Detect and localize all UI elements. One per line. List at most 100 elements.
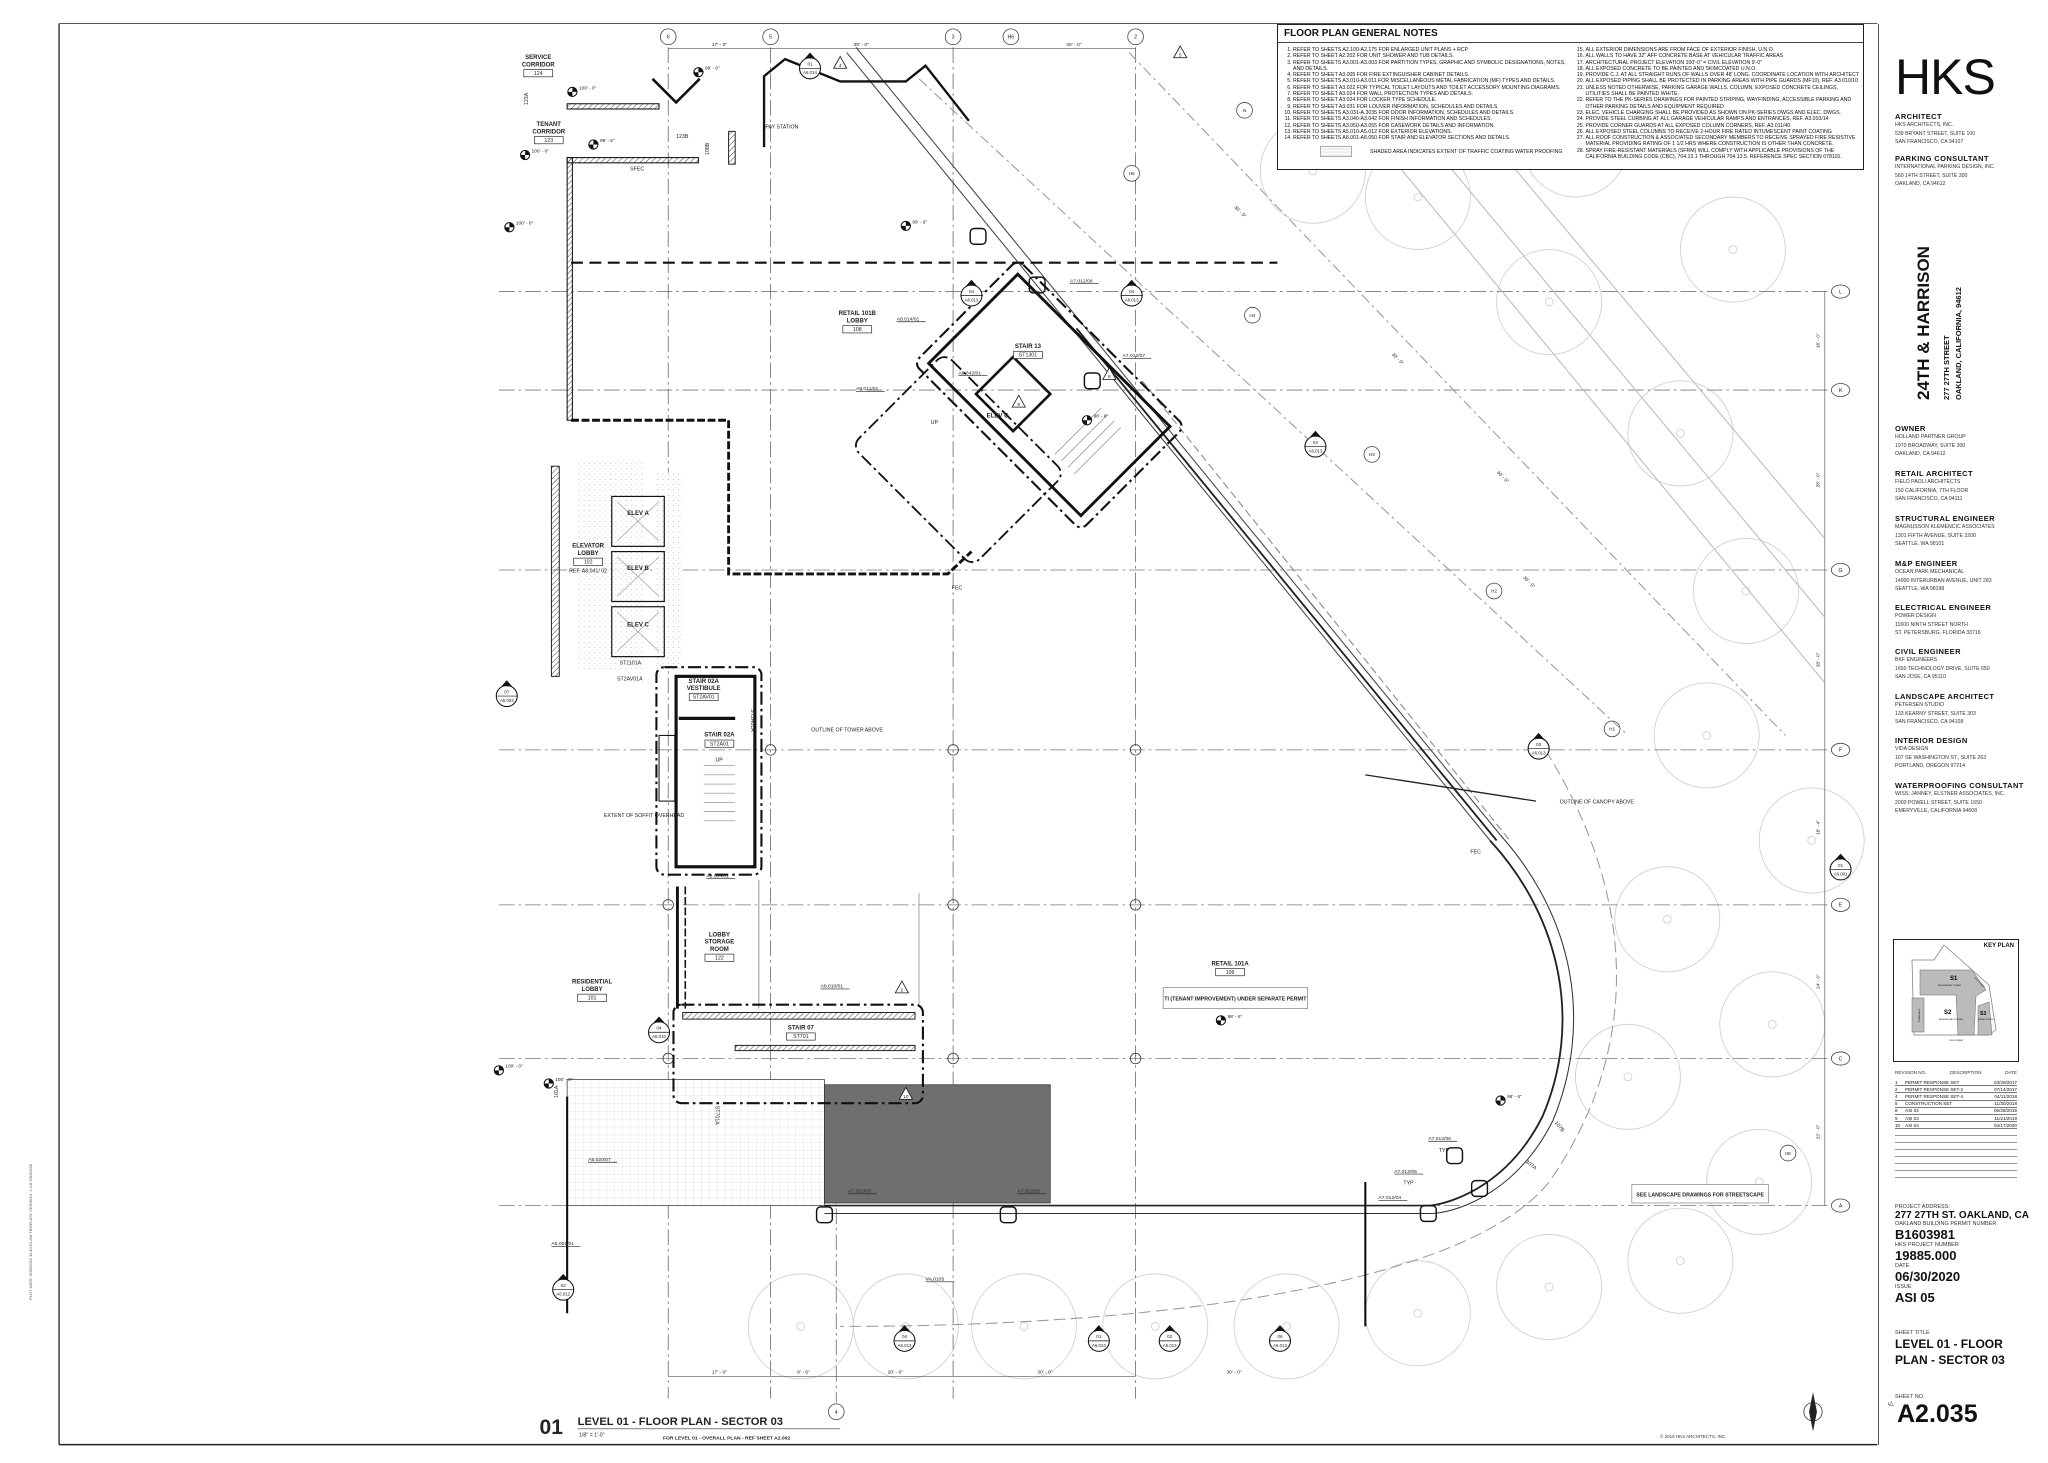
- note-item: ALL EXTERIOR DIMENSIONS ARE FROM FACE OF…: [1586, 47, 1862, 53]
- grid-label-5: 5: [769, 35, 772, 41]
- grid-label-G: G: [1839, 568, 1843, 574]
- fec-label: FEC: [1470, 850, 1481, 856]
- section-number: 02: [1167, 1334, 1173, 1339]
- sidewalk-stipple: [656, 472, 683, 670]
- issue-date: 06/30/2020: [1895, 1269, 1961, 1284]
- room-name: STAIR 07: [788, 1026, 815, 1032]
- drawing-title-text: LEVEL 01 - FLOOR PLAN - SECTOR 03: [578, 1416, 783, 1428]
- tree-trunk: [1676, 428, 1685, 438]
- section-number: 06: [1277, 1334, 1283, 1339]
- section-number: 07: [504, 689, 510, 694]
- firm-line: SEATTLE, WA 98198: [1895, 586, 1945, 592]
- firm-line: 107 SE WASHINGTON ST., SUITE 263: [1895, 754, 1987, 761]
- detail-reference: A7.012/04: [1378, 1195, 1401, 1201]
- outline-tower-label: OUTLINE OF TOWER ABOVE: [811, 727, 883, 733]
- bottom-dimension: 30' - 0": [1037, 1370, 1053, 1376]
- room-number: ST2AV01: [693, 695, 715, 701]
- revision-date: 11/30/2018: [1994, 1101, 2017, 1107]
- pay-station-label: PAY STATION: [765, 125, 798, 131]
- firm-line: 11600 NINTH STREET NORTH: [1895, 621, 1968, 628]
- grid-bubble-3: [944, 28, 962, 46]
- spot-elevation-icon: 100' - 0": [520, 148, 549, 161]
- room-ref: REF. A8.041/ 02: [569, 569, 607, 575]
- firm-line: INTERNATIONAL PARKING DESIGN, INC.: [1895, 164, 1995, 170]
- door-tag: 107A: [1524, 1159, 1538, 1172]
- sheet-title-label: SHEET TITLE: [1895, 1330, 1930, 1336]
- right-dimension: 22' - 0": [1816, 1124, 1822, 1139]
- firm-line: 150 CALIFORNIA, 7TH FLOOR: [1895, 487, 1969, 494]
- elevation-quadrant: [1216, 1015, 1226, 1026]
- section-number: 04: [1129, 289, 1135, 294]
- key-s3: S3: [1980, 1011, 1986, 1017]
- tree-trunk: [1767, 1019, 1777, 1029]
- section-sheet: A6.013: [1092, 1343, 1106, 1348]
- section-sheet: A6.012: [556, 1292, 570, 1297]
- detail-callout-bubble: [1083, 372, 1101, 390]
- firm-line: HKS ARCHITECTS, INC.: [1895, 122, 1954, 128]
- shaded-area-legend: SHADED AREA INDICATES EXTENT OF TRAFFIC …: [1320, 146, 1569, 158]
- spot-elevation-icon: 100' - 0": [493, 1064, 523, 1076]
- tree-canopy: [1706, 1128, 1813, 1235]
- room-name-line: VESTIBULE: [687, 686, 721, 692]
- revision-no: 5: [1895, 1101, 1898, 1107]
- elevation-quadrant: [1082, 415, 1092, 425]
- elevation-quadrant: [1495, 1095, 1506, 1106]
- detail-reference: A7.012/02: [1017, 1188, 1040, 1194]
- grid-label-L: L: [1839, 289, 1842, 295]
- grid-label-H3: H3: [1369, 452, 1375, 458]
- note-item: ALL ROOF CONSTRUCTION & ASSOCIATED SECON…: [1586, 135, 1862, 148]
- grid-label-H6: H6: [1008, 35, 1015, 41]
- diagonal-dimension: 30' - 0": [1390, 352, 1405, 367]
- delta-triangle: [1102, 366, 1117, 380]
- spot-elevation-icon: 99' - 6": [693, 66, 720, 78]
- section-arrow: [1164, 1325, 1175, 1332]
- delta-number: 9: [1017, 402, 1020, 408]
- project-street: 277 27TH STREET: [1942, 335, 1951, 400]
- section-arrow: [1310, 430, 1321, 437]
- grid-bubble-N: [1236, 102, 1253, 119]
- detail-reference: VA.0105: [926, 1276, 945, 1282]
- note-item: ARCHITECTURAL PROJECT ELEVATION 100'-0" …: [1586, 60, 1862, 66]
- drawing-number: 01: [540, 1416, 564, 1439]
- room-number-box: [573, 557, 603, 566]
- revision-desc: PERMIT RESPONSE SET-4: [1905, 1093, 1964, 1099]
- notes-list-left: REFER TO SHEETS A2.100-A2.175 FOR ENLARG…: [1280, 47, 1569, 141]
- tree-canopy: [1693, 537, 1800, 644]
- title-block: HKS 24TH & HARRISON 277 27TH STREET OAKL…: [1878, 24, 2048, 1445]
- note-item: PROVIDE CORNER GUARDS AT ALL EXPOSED COL…: [1586, 123, 1862, 129]
- section-number: 01: [1096, 1334, 1102, 1339]
- room-number: 108: [853, 327, 862, 333]
- ti-label: TI (TENANT IMPROVEMENT) UNDER SEPARATE P…: [1164, 997, 1307, 1003]
- bottom-dimension: 30' - 0": [1226, 1370, 1242, 1376]
- firm-role: ELECTRICAL ENGINEER: [1895, 603, 1992, 612]
- room-name-line: CORRIDOR: [522, 62, 555, 68]
- grid-label-K: K: [1839, 388, 1843, 394]
- key-s2-sub: RESIDENTIAL PODIUM: [1939, 1018, 1963, 1021]
- structural-column: [947, 744, 959, 756]
- detail-reference: A8.004/01: [706, 873, 729, 879]
- grid-label-F: F: [1839, 748, 1842, 754]
- right-dimension: 18' - 4": [1816, 820, 1822, 835]
- key-plan-diagram: S1 RESIDENTIAL TOWER S2 RESIDENTIAL PODI…: [1911, 944, 1997, 1042]
- firm-line: SAN FRANCISCO, CA 94108: [1895, 719, 1964, 725]
- tree-trunk: [1702, 731, 1712, 740]
- room-name-line: STAIR 13: [1015, 344, 1042, 350]
- drawing-ref: FOR LEVEL 01 - OVERALL PLAN - REF SHEET …: [663, 1435, 790, 1441]
- annotations: PAY STATION ELEV A ELEV B ELEV C ELEV G …: [524, 92, 1769, 1204]
- revision-no: 4: [1895, 1093, 1898, 1099]
- room-name: STAIR 13: [1015, 344, 1042, 350]
- grid-bubble-H6: [1002, 28, 1020, 46]
- room-name: STAIR 02A: [704, 733, 735, 739]
- firm-role: STRUCTURAL ENGINEER: [1895, 514, 1995, 523]
- bottom-dimension: 9' - 6": [797, 1370, 810, 1376]
- tree-trunk: [1413, 1308, 1423, 1318]
